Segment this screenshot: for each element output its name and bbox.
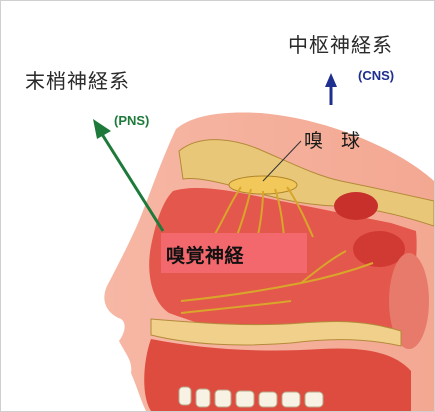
cns-abbreviation: (CNS) xyxy=(358,68,394,83)
pns-label: 末梢神経系 xyxy=(25,65,130,94)
cns-label: 中枢神経系 xyxy=(288,29,393,58)
cns-arrow-head xyxy=(325,73,337,87)
pns-abbreviation: (PNS) xyxy=(114,113,149,128)
olfactory-bulb-label: 嗅 球 xyxy=(304,126,366,153)
turbinate-upper xyxy=(334,192,378,220)
olfactory-nerve-label: 嗅覚神経 xyxy=(166,241,244,268)
turbinate-lower xyxy=(353,231,405,267)
pns-arrow-head xyxy=(93,119,111,139)
pns-arrow-shaft xyxy=(100,131,163,231)
